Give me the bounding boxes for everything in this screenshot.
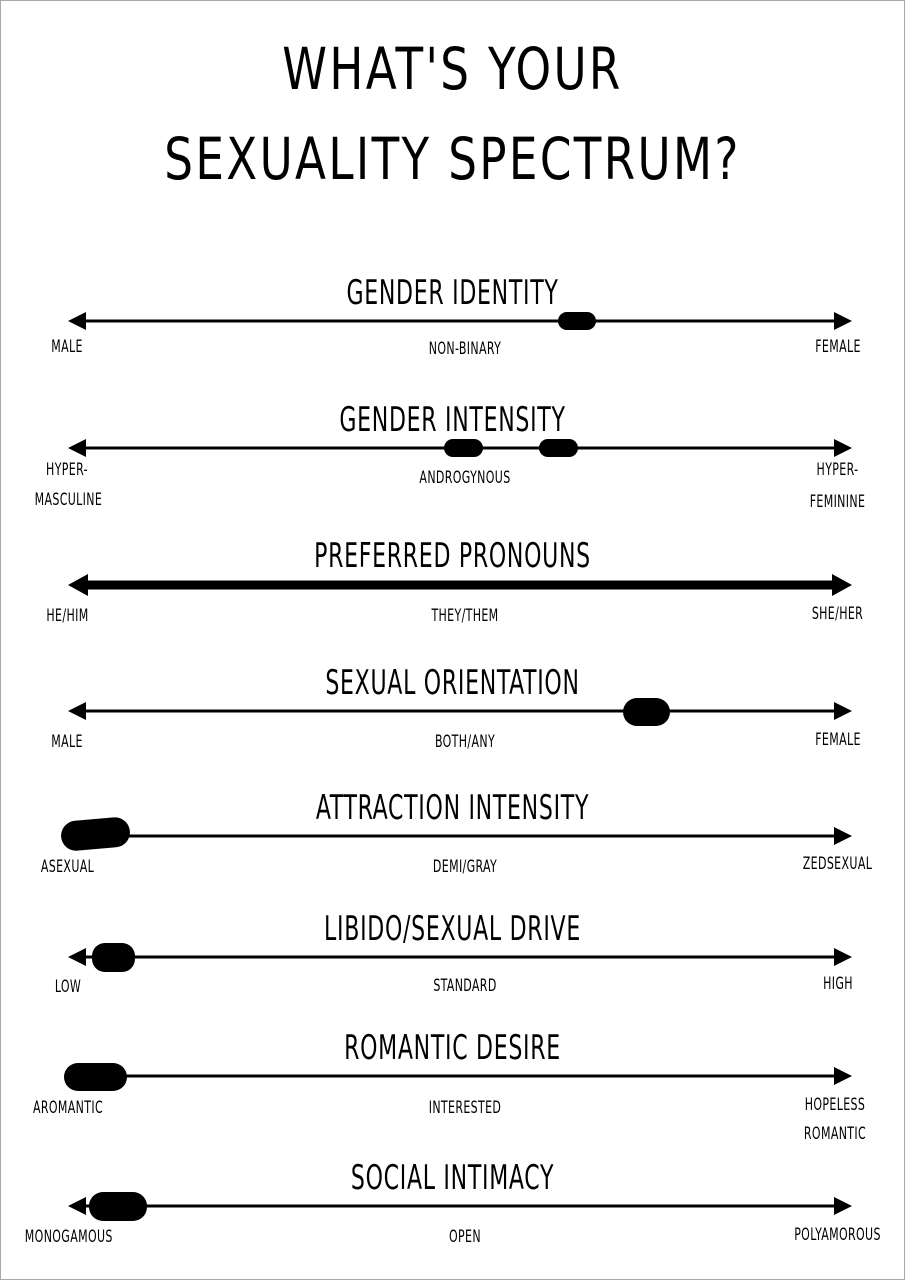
spectrum-axis [68, 312, 852, 330]
scale-gender-intensity: GENDER INTENSITY HYPER- MASCULINE ANDROG… [0, 403, 905, 523]
position-marker [623, 698, 670, 726]
right-pole-label-line-1: HOPELESS [804, 1095, 866, 1115]
scale-title: GENDER IDENTITY [346, 273, 559, 313]
middle-label: BOTH/ANY [434, 732, 496, 752]
left-pole-label: HE/HIM [46, 606, 89, 626]
right-pole-label: SHE/HER [811, 604, 864, 624]
right-pole-label-line-2: ROMANTIC [803, 1124, 867, 1144]
arrow-right-icon [834, 1067, 852, 1085]
middle-label: DEMI/GRAY [432, 857, 498, 877]
arrow-left-icon [68, 702, 86, 720]
scale-title: SOCIAL INTIMACY [350, 1158, 555, 1198]
left-pole-label: ASEXUAL [40, 857, 95, 877]
right-pole-label: POLYAMOROUS [794, 1225, 881, 1245]
position-marker [539, 439, 578, 457]
arrow-right-icon [834, 312, 852, 330]
scale-preferred-pronouns: PREFERRED PRONOUNS HE/HIM THEY/THEM SHE/… [0, 539, 905, 659]
spectrum-axis [68, 574, 852, 596]
right-pole-label-line-2: FEMININE [809, 492, 866, 512]
poster-title-line-2: SEXUALITY SPECTRUM? [164, 125, 741, 193]
position-marker [64, 1063, 127, 1091]
scale-gender-identity: GENDER IDENTITY MALE NON-BINARY FEMALE [0, 276, 905, 396]
arrow-right-icon [834, 702, 852, 720]
right-pole-label: HIGH [823, 974, 853, 994]
position-marker [444, 439, 483, 457]
position-marker [89, 1192, 147, 1221]
spectrum-axis [68, 439, 852, 457]
scale-romantic-desire: ROMANTIC DESIRE AROMANTIC INTERESTED HOP… [0, 1031, 905, 1151]
scale-title: LIBIDO/SEXUAL DRIVE [324, 909, 581, 949]
right-pole-label-line-1: HYPER- [816, 460, 859, 480]
poster-title-line-1: WHAT'S YOUR [282, 35, 623, 103]
arrow-right-icon [834, 948, 852, 966]
middle-label: STANDARD [433, 976, 497, 996]
spectrum-axis [68, 698, 852, 726]
scale-title: ATTRACTION INTENSITY [315, 788, 590, 828]
arrow-right-icon [834, 1197, 852, 1215]
right-pole-label: FEMALE [815, 730, 861, 750]
left-pole-label: MONOGAMOUS [24, 1227, 113, 1247]
arrow-right-icon [832, 574, 852, 596]
left-pole-label: MALE [51, 732, 83, 752]
scale-attraction-intensity: ATTRACTION INTENSITY ASEXUAL DEMI/GRAY Z… [0, 791, 905, 911]
arrow-right-icon [834, 827, 852, 845]
arrow-left-icon [68, 574, 88, 596]
middle-label: NON-BINARY [428, 339, 502, 359]
scale-sexual-orientation: SEXUAL ORIENTATION MALE BOTH/ANY FEMALE [0, 666, 905, 786]
position-marker [61, 817, 130, 851]
spectrum-axis [68, 943, 852, 972]
middle-label: INTERESTED [428, 1098, 502, 1118]
spectrum-axis [61, 817, 852, 851]
arrow-left-icon [68, 312, 86, 330]
arrow-left-icon [68, 1197, 86, 1215]
scale-title: PREFERRED PRONOUNS [314, 536, 591, 576]
arrow-left-icon [68, 439, 86, 457]
right-pole-label: ZEDSEXUAL [802, 854, 873, 874]
position-marker [558, 312, 596, 330]
position-marker [92, 943, 135, 972]
scale-libido: LIBIDO/SEXUAL DRIVE LOW STANDARD HIGH [0, 912, 905, 1032]
left-pole-label-line-2: MASCULINE [34, 490, 103, 510]
middle-label: OPEN [449, 1227, 481, 1247]
arrow-right-icon [834, 439, 852, 457]
left-pole-label-line-1: HYPER- [46, 460, 88, 480]
scale-social-intimacy: SOCIAL INTIMACY MONOGAMOUS OPEN POLYAMOR… [0, 1161, 905, 1281]
left-pole-label: LOW [54, 977, 82, 997]
spectrum-axis [64, 1063, 852, 1091]
left-pole-label: MALE [51, 337, 83, 357]
middle-label: THEY/THEM [431, 606, 499, 626]
scale-title: ROMANTIC DESIRE [344, 1028, 561, 1068]
scale-title: GENDER INTENSITY [339, 400, 566, 440]
spectrum-axis [68, 1192, 852, 1221]
left-pole-label: AROMANTIC [32, 1098, 104, 1118]
arrow-left-icon [68, 948, 86, 966]
scale-title: SEXUAL ORIENTATION [325, 663, 580, 703]
middle-label: ANDROGYNOUS [419, 468, 511, 488]
right-pole-label: FEMALE [815, 337, 861, 357]
